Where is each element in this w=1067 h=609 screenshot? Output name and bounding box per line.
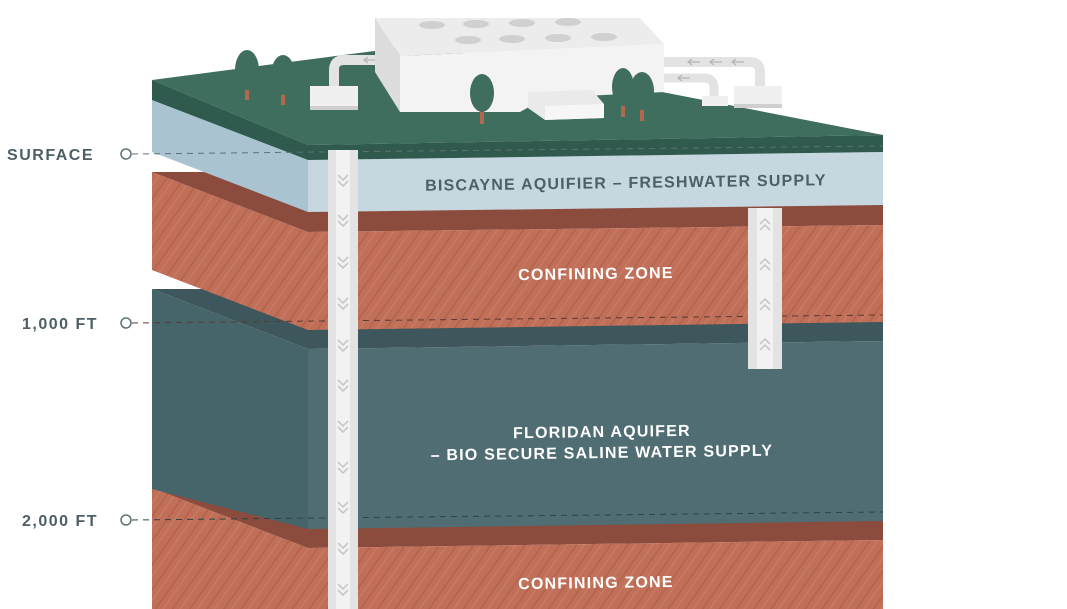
tree-5: [630, 72, 654, 121]
injection-arrows: [337, 174, 349, 597]
surface-marker: [120, 148, 132, 160]
building-annex-side: [545, 104, 604, 120]
layer-label-confining-lower: CONFINING ZONE: [518, 574, 674, 593]
depth-2000-marker: [120, 514, 132, 526]
surface-pipe-left-base: [310, 86, 358, 106]
depth-2000-line: [131, 511, 884, 521]
surface-pipe-left: [329, 55, 408, 92]
surface-pipe-right-arrows: [677, 58, 744, 82]
building-front: [375, 18, 400, 112]
confining-upper-side: [152, 172, 308, 330]
depth-label-2000: 2,000 FT: [22, 513, 98, 530]
floridan-front: [308, 341, 883, 529]
layer-label-floridan-line1: FLORIDAN AQUIFER: [513, 423, 691, 442]
confining-lower-front: [308, 540, 883, 609]
layer-label-biscayne: BISCAYNE AQUIFIER – FRESHWATER SUPPLY: [425, 172, 827, 195]
confining-upper-front: [308, 225, 883, 330]
biscayne-front: [308, 152, 883, 212]
depth-1000-line: [131, 314, 884, 324]
surface-pipe-right-base-side: [734, 104, 782, 108]
ground-side: [152, 80, 308, 160]
layer-label-confining-upper: CONFINING ZONE: [518, 265, 674, 284]
surface-pipe-right-base: [734, 86, 782, 104]
floridan-side: [152, 289, 308, 529]
depth-label-1000: 1,000 FT: [22, 316, 98, 333]
depth-label-surface: SURFACE: [7, 147, 94, 164]
building-roof-vents: [419, 18, 617, 44]
surface-pipe-right-small-base: [702, 96, 728, 106]
extraction-pipe-core: [757, 208, 773, 369]
confining-lower-side: [152, 488, 308, 609]
depth-1000-marker: [120, 317, 132, 329]
biscayne-side: [152, 100, 308, 212]
surface-pipe-left-base-side: [310, 106, 358, 110]
surface-pipe-right-lower: [664, 73, 719, 100]
tree-4: [612, 68, 634, 117]
tree-1: [235, 50, 259, 100]
layer-label-floridan-line2: – BIO SECURE SALINE WATER SUPPLY: [431, 443, 774, 465]
surface-depth-line: [131, 145, 884, 155]
extraction-arrows: [759, 217, 771, 351]
ground-front: [308, 135, 883, 160]
tree-3: [470, 74, 494, 124]
injection-pipe-core: [336, 150, 350, 609]
building-face: [400, 44, 664, 112]
surface-pipe-right: [664, 57, 765, 90]
tree-2: [271, 55, 295, 105]
